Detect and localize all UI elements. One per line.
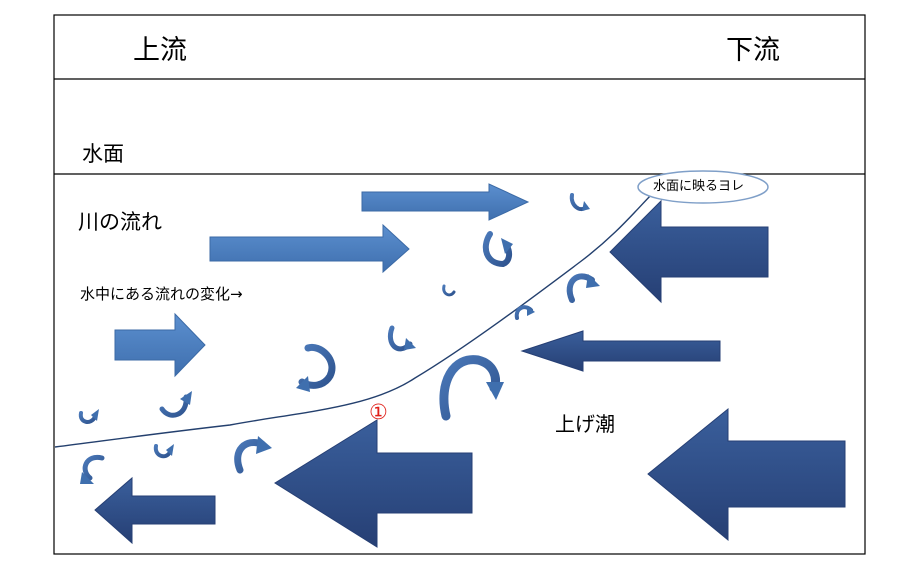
left-arrow-icon — [609, 199, 769, 304]
river-flow-arrows — [114, 183, 530, 378]
eddy-swirls — [78, 193, 600, 484]
swirl-icon — [566, 273, 600, 303]
swirl-icon — [234, 436, 272, 474]
left-arrow-icon — [94, 476, 216, 545]
swirl-icon — [569, 193, 590, 212]
swirl-icon — [442, 284, 456, 297]
swirl-icon — [80, 454, 105, 484]
swirl-icon — [482, 231, 513, 268]
swirl-icon — [514, 305, 535, 320]
rising-tide-label: 上げ潮 — [555, 412, 615, 436]
swirl-icon — [296, 343, 336, 392]
left-arrow-icon — [274, 419, 473, 548]
downstream-heading: 下流 — [726, 35, 780, 66]
water-surface-label: 水面 — [82, 142, 124, 166]
surface-ripple-label: 水面に映るヨレ — [653, 179, 745, 194]
upstream-heading: 上流 — [133, 35, 187, 66]
swirl-icon — [439, 355, 504, 421]
underwater-change-label: 水中にある流れの変化→ — [80, 285, 243, 303]
swirl-icon — [153, 444, 174, 459]
rising-tide-arrows — [94, 199, 846, 548]
left-arrow-icon — [520, 330, 721, 372]
right-arrow-icon — [114, 312, 206, 378]
swirl-icon — [388, 325, 416, 352]
ripple-ellipse — [637, 170, 769, 204]
left-arrow-icon — [647, 407, 846, 542]
ripple-line — [54, 177, 675, 448]
marker-one: ① — [369, 400, 388, 424]
river-flow-label: 川の流れ — [78, 210, 162, 234]
swirl-icon — [78, 409, 99, 424]
right-arrow-icon — [361, 183, 530, 221]
swirl-icon — [159, 391, 192, 418]
right-arrow-icon — [209, 223, 410, 274]
